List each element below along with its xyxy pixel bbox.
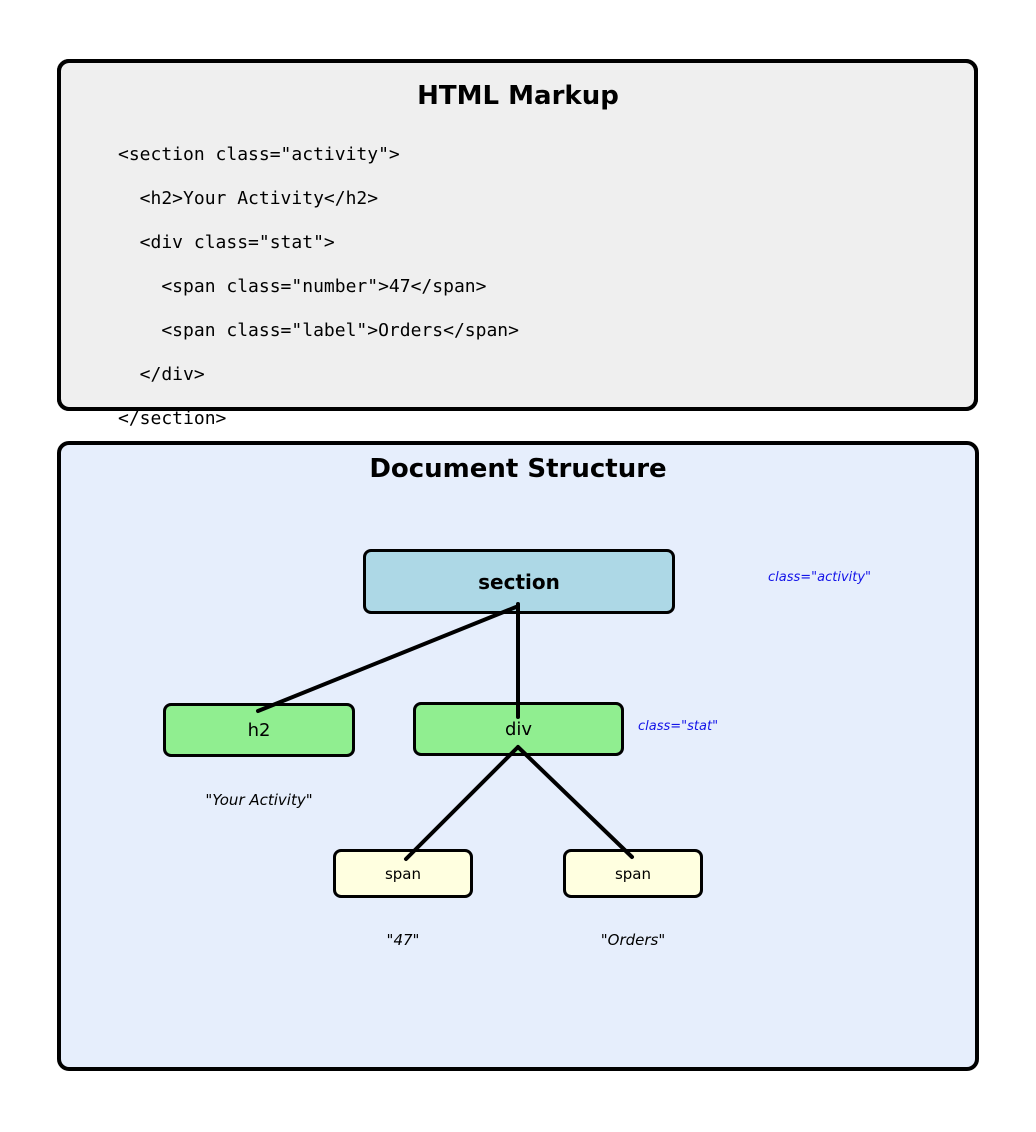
- markup-panel-title: HTML Markup: [417, 81, 619, 111]
- code-line-h2: <h2>Your Activity</h2>: [118, 188, 379, 209]
- class-annotation-stat: class="stat": [638, 719, 719, 734]
- text-content-your-activity: "Your Activity": [205, 791, 313, 809]
- code-line-section-close: </section>: [118, 408, 227, 429]
- tree-node-span-number-label: span: [384, 864, 422, 883]
- tree-node-h2: h2: [163, 703, 355, 757]
- code-line-span-number: <span class="number">47</span>: [118, 276, 487, 297]
- code-line-span-label: <span class="label">Orders</span>: [118, 320, 519, 341]
- tree-node-span-number: span: [333, 849, 473, 898]
- tree-node-section-label: section: [478, 569, 560, 594]
- tree-node-span-label: span: [563, 849, 703, 898]
- tree-node-span-label-label: span: [614, 864, 652, 883]
- structure-panel-title: Document Structure: [369, 454, 667, 484]
- text-content-47: "47": [386, 931, 420, 949]
- text-content-orders: "Orders": [600, 931, 666, 949]
- code-line-div-open: <div class="stat">: [118, 232, 335, 253]
- tree-node-h2-label: h2: [247, 719, 271, 741]
- class-annotation-activity: class="activity": [768, 570, 872, 585]
- tree-node-section: section: [363, 549, 675, 614]
- tree-node-div: div: [413, 702, 624, 756]
- code-line-section-open: <section class="activity">: [118, 144, 400, 165]
- html-markup-panel: [57, 59, 978, 411]
- tree-node-div-label: div: [504, 718, 533, 740]
- code-line-div-close: </div>: [118, 364, 205, 385]
